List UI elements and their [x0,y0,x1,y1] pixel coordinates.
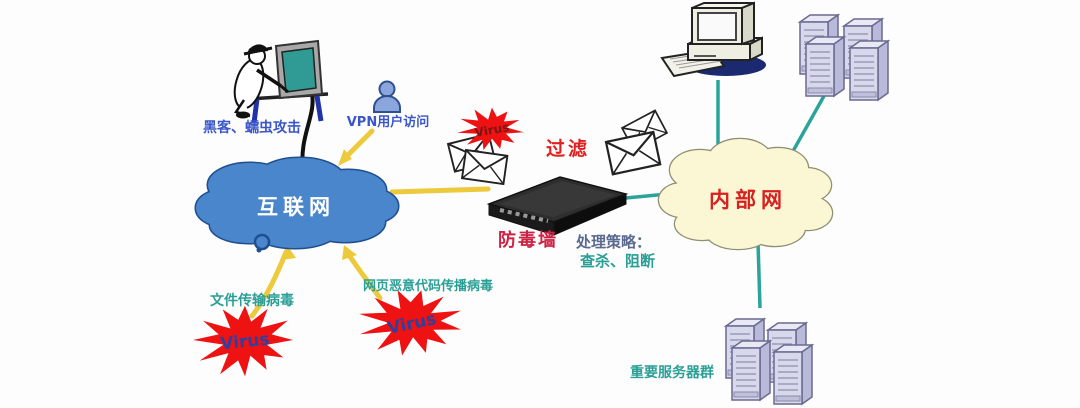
web-virus-star: Virus [359,290,461,356]
desktop-pc-icon [660,1,766,78]
line-internet-to-firewall [389,186,491,195]
vpn-user-label: VPN用户访问 [347,114,429,130]
server-group-label: 重要服务器群 [630,364,714,381]
internet-cloud: 互联网 [194,156,400,253]
internet-cloud-label: 互联网 [257,195,335,219]
intranet-cloud-label: 内部网 [709,188,787,212]
hacker-workstation-icon [233,39,329,124]
file-virus-label: 文件传输病毒 [210,292,294,309]
web-virus-label: 网页恶意代码传播病毒 [363,278,493,294]
link-servers-intranet [786,95,826,161]
cloud-tail [253,233,271,251]
link-intranet-servergroup [756,241,762,309]
monitor [274,39,324,100]
filter-label: 过滤 [546,138,590,160]
strategy-actions: 查杀、阻断 [580,252,655,270]
firewall-appliance-icon [486,176,629,236]
strategy-title: 处理策略： [575,233,651,251]
email-virus-icon: Virus [447,107,524,185]
intranet-cloud: 内部网 [657,137,834,251]
important-server-group-icon [725,318,813,405]
hacker-attack-label: 黑客、蠕虫攻击 [203,119,301,136]
yellow-arrowheads [281,149,357,260]
firewall-label: 防毒墙 [498,229,558,251]
desk [247,92,329,124]
server-group-top-icon [799,14,889,101]
virus-star-top-label: Virus [474,120,511,140]
hacker-person [233,44,289,119]
file-virus-star: Virus [193,305,293,377]
clean-mail-icon [604,109,668,176]
virus-star-top [457,107,524,150]
vpn-user-icon [373,80,401,113]
arrow-vpn-to-internet [342,128,375,161]
